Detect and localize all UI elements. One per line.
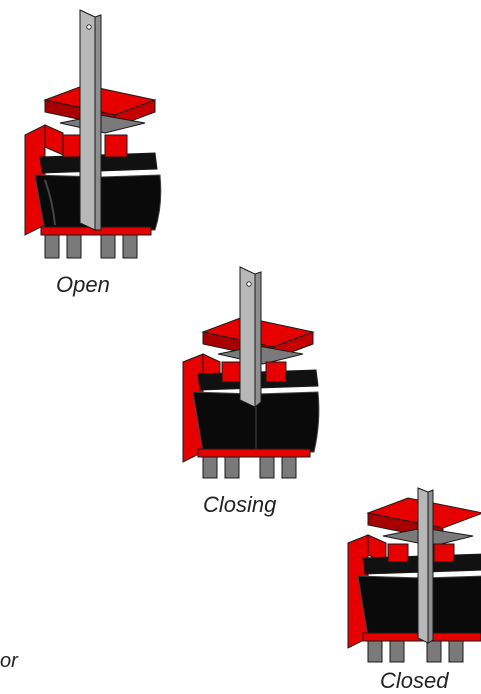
valve-closed-illustration <box>347 487 481 663</box>
valve-body <box>347 497 481 663</box>
caption-open: Open <box>56 272 110 297</box>
caption-closing: Closing <box>203 492 277 517</box>
valve-closing-illustration <box>182 266 320 479</box>
valve-disc <box>79 9 102 231</box>
valve-disc <box>417 487 434 644</box>
caption-closed: Closed <box>380 668 449 693</box>
valve-disc <box>239 266 262 409</box>
partial-text: or <box>0 650 18 672</box>
valve-open-illustration <box>24 9 162 259</box>
